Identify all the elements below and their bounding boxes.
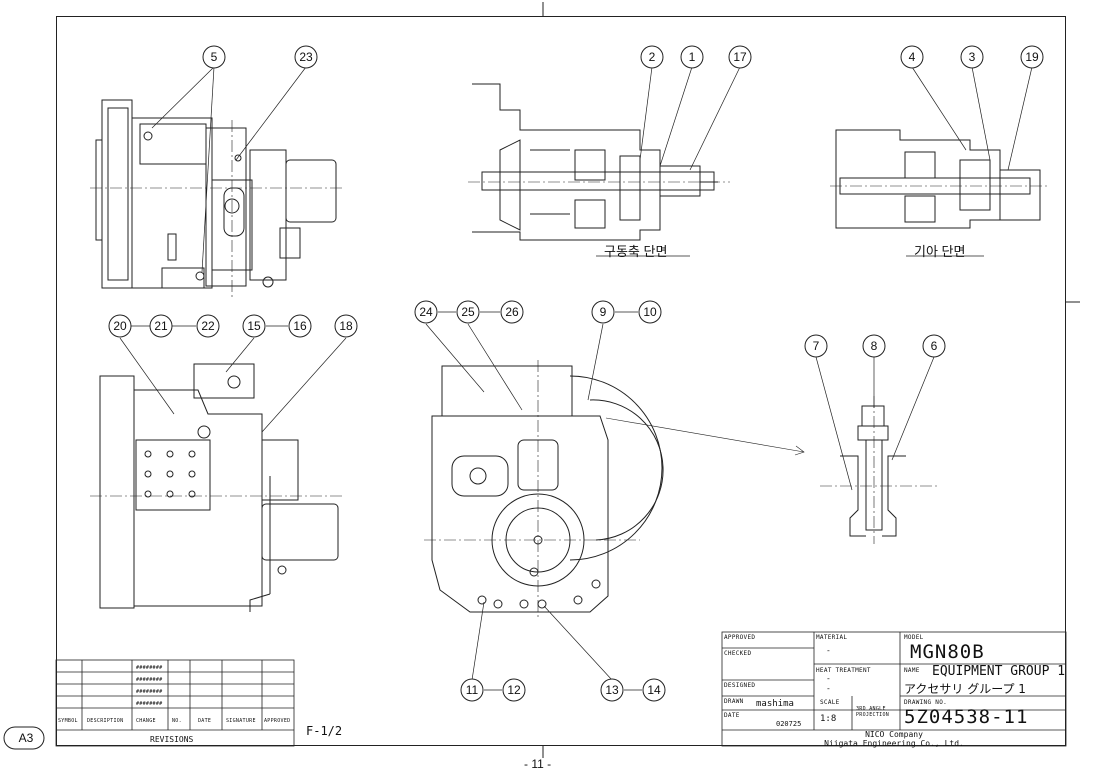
balloon: 12 xyxy=(507,683,521,697)
paper-size-label: A3 xyxy=(18,731,34,745)
revision-mark: ######## xyxy=(136,677,163,683)
balloon: 17 xyxy=(733,50,747,64)
balloon: 22 xyxy=(201,319,215,333)
revisions-title: REVISIONS xyxy=(150,735,194,744)
balloon: 16 xyxy=(293,319,307,333)
gear-section-view xyxy=(830,129,1050,257)
revision-header-signature: SIGNATURE xyxy=(226,718,256,724)
company-full-name: Niigata Engineering Co., Ltd. xyxy=(824,739,964,748)
designed-label: DESIGNED xyxy=(724,682,756,689)
drive-shaft-section-view xyxy=(468,83,730,257)
material-label: MATERIAL xyxy=(816,634,848,641)
drawing-no: 5Z04538-11 xyxy=(904,706,1029,728)
balloon: 11 xyxy=(466,683,479,697)
heat-treatment-label: HEAT TREATMENT xyxy=(816,667,871,674)
name-jp: アクセサリ グループ 1 xyxy=(904,682,1026,696)
revision-header-change: CHANGE xyxy=(136,718,156,724)
revision-mark: ######## xyxy=(136,689,163,695)
paper-size-badge xyxy=(3,726,45,750)
material-value: - xyxy=(826,646,831,655)
heat-treatment-value: - xyxy=(826,674,831,683)
balloon: 23 xyxy=(299,50,313,64)
drive-shaft-section-label: 구동축 단면 xyxy=(604,244,668,259)
company-name: NICO Company xyxy=(865,730,923,739)
balloon: 26 xyxy=(505,305,519,319)
drawn-label: DRAWN xyxy=(724,698,744,705)
heat-treatment-value: - xyxy=(826,684,831,693)
approved-label: APPROVED xyxy=(724,634,756,641)
balloon: 4 xyxy=(909,50,916,64)
balloon: 13 xyxy=(605,683,619,697)
title-block-grid xyxy=(721,631,1067,747)
scale-value: 1:8 xyxy=(820,714,837,724)
balloon-circles xyxy=(108,45,1044,702)
revision-header-no: NO. xyxy=(172,718,182,724)
revision-header-description: DESCRIPTION xyxy=(87,718,124,724)
drawing-no-label: DRAWING NO. xyxy=(904,699,948,706)
detail-view xyxy=(820,396,940,544)
balloon: 3 xyxy=(969,50,976,64)
revision-header-symbol: SYMBOL xyxy=(58,718,78,724)
page-number: - 11 - xyxy=(524,757,552,771)
drawn-by: mashima xyxy=(756,699,794,709)
balloon: 5 xyxy=(211,50,218,64)
balloon: 18 xyxy=(339,319,353,333)
balloon: 14 xyxy=(647,683,661,697)
revision-mark: ######## xyxy=(136,701,163,707)
balloon: 1 xyxy=(689,50,696,64)
balloon: 15 xyxy=(247,319,261,333)
revision-header-approved: APPROVED xyxy=(264,718,291,724)
balloon: 6 xyxy=(931,339,938,353)
balloon: 19 xyxy=(1025,50,1039,64)
balloon: 2 xyxy=(649,50,656,64)
balloon: 25 xyxy=(461,305,475,319)
projection-label: 3RD ANGLE PROJECTION xyxy=(856,706,890,718)
balloon: 21 xyxy=(154,319,168,333)
balloon: 8 xyxy=(871,339,878,353)
balloon: 10 xyxy=(643,305,657,319)
revision-mark: ######## xyxy=(136,665,163,671)
date-value: 020725 xyxy=(776,720,802,728)
sheet-label: F-1/2 xyxy=(306,724,343,738)
balloon: 7 xyxy=(813,339,820,353)
model-value: MGN80B xyxy=(910,641,985,663)
checked-label: CHECKED xyxy=(724,650,752,657)
revisions-grid xyxy=(55,659,295,747)
model-label: MODEL xyxy=(904,634,924,641)
balloon: 9 xyxy=(600,305,607,319)
drawing-frame xyxy=(56,16,1066,746)
balloon-connectors xyxy=(130,311,642,691)
name-en: EQUIPMENT GROUP 1 xyxy=(932,664,1066,679)
front-view xyxy=(424,360,805,620)
gear-section-label: 기아 단면 xyxy=(914,244,966,259)
balloon: 20 xyxy=(113,319,127,333)
revision-header-date: DATE xyxy=(198,718,212,724)
leader-lines xyxy=(119,66,1033,681)
scale-label: SCALE xyxy=(820,699,840,706)
side-view-bottom xyxy=(90,363,345,612)
name-label: NAME xyxy=(904,667,920,674)
balloon: 24 xyxy=(419,305,433,319)
balloon-numbers: 5 23 2 1 17 4 3 19 20 21 22 15 16 18 24 … xyxy=(113,50,1039,697)
side-view-top xyxy=(90,99,345,300)
date-label: DATE xyxy=(724,712,740,719)
